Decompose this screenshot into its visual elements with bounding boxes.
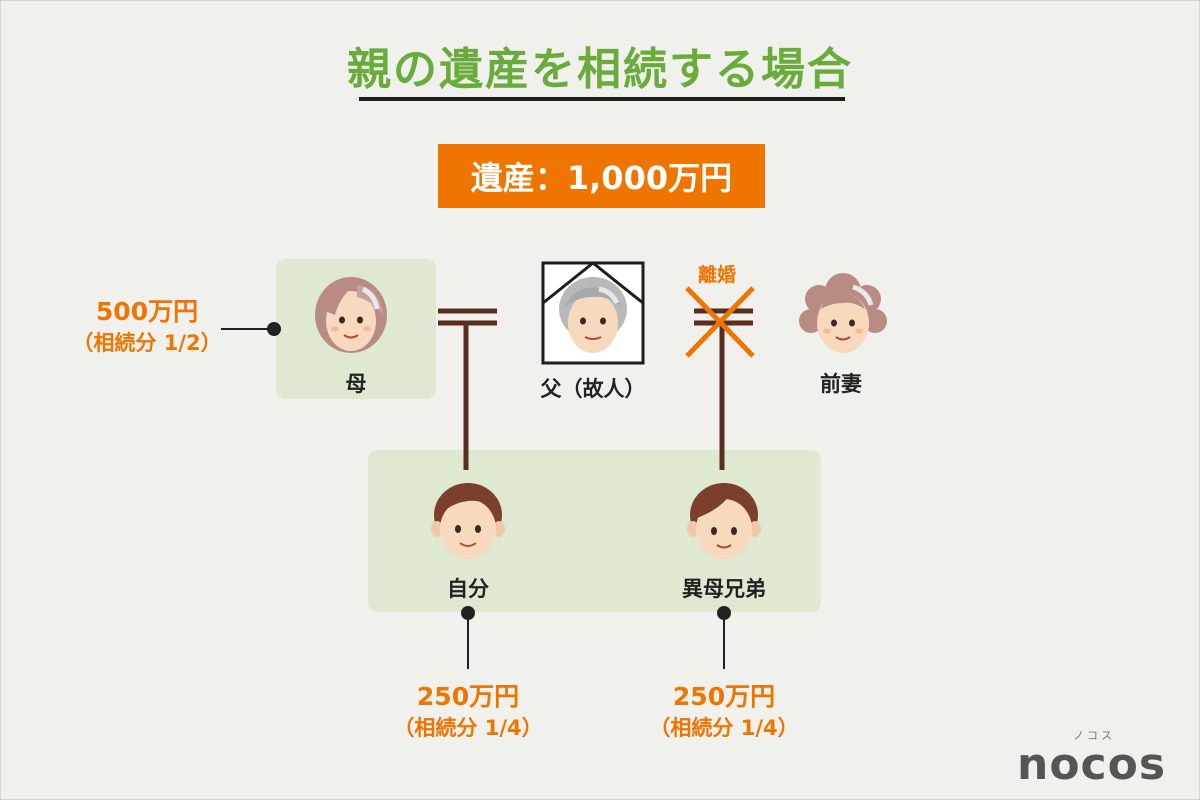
mother-avatar-icon (315, 277, 387, 353)
logo-kana: ノコス (1073, 729, 1115, 742)
mother-amount-connector (221, 322, 281, 336)
half-sibling-share: 250万円 （相続分 1/4） (634, 681, 814, 743)
half-sibling-label: 異母兄弟 (682, 577, 766, 601)
divorce-cross-icon (685, 286, 755, 358)
estate-banner: 遺産：1,000万円 (438, 144, 765, 208)
half-sibling-share-amount: 250万円 (672, 682, 776, 711)
marriage-line-father-former-wife (694, 308, 753, 470)
half-sibling-avatar-icon (687, 483, 761, 559)
self-avatar-icon (431, 483, 505, 559)
self-share-fraction: （相続分 1/4） (393, 716, 543, 740)
title-underline (359, 97, 845, 101)
father-label: 父（故人） (540, 377, 646, 401)
page-title: 親の遺産を相続する場合 (347, 44, 853, 95)
father-portrait-icon (541, 261, 645, 365)
mother-share-fraction: （相続分 1/2） (72, 331, 222, 355)
mother-label: 母 (345, 372, 367, 396)
self-label: 自分 (447, 577, 489, 601)
self-amount-connector (461, 606, 475, 669)
sibling-amount-connector (717, 606, 731, 669)
self-share: 250万円 （相続分 1/4） (378, 681, 558, 743)
former-wife-label: 前妻 (820, 372, 862, 396)
half-sibling-share-fraction: （相続分 1/4） (649, 716, 799, 740)
divorce-label: 離婚 (698, 264, 737, 286)
marriage-line-mother-father (438, 308, 497, 470)
mother-share: 500万円 （相続分 1/2） (57, 296, 237, 358)
nocos-logo: nocos (1017, 739, 1167, 790)
former-wife-avatar-icon (799, 273, 887, 353)
self-share-amount: 250万円 (416, 682, 520, 711)
mother-share-amount: 500万円 (95, 297, 199, 326)
